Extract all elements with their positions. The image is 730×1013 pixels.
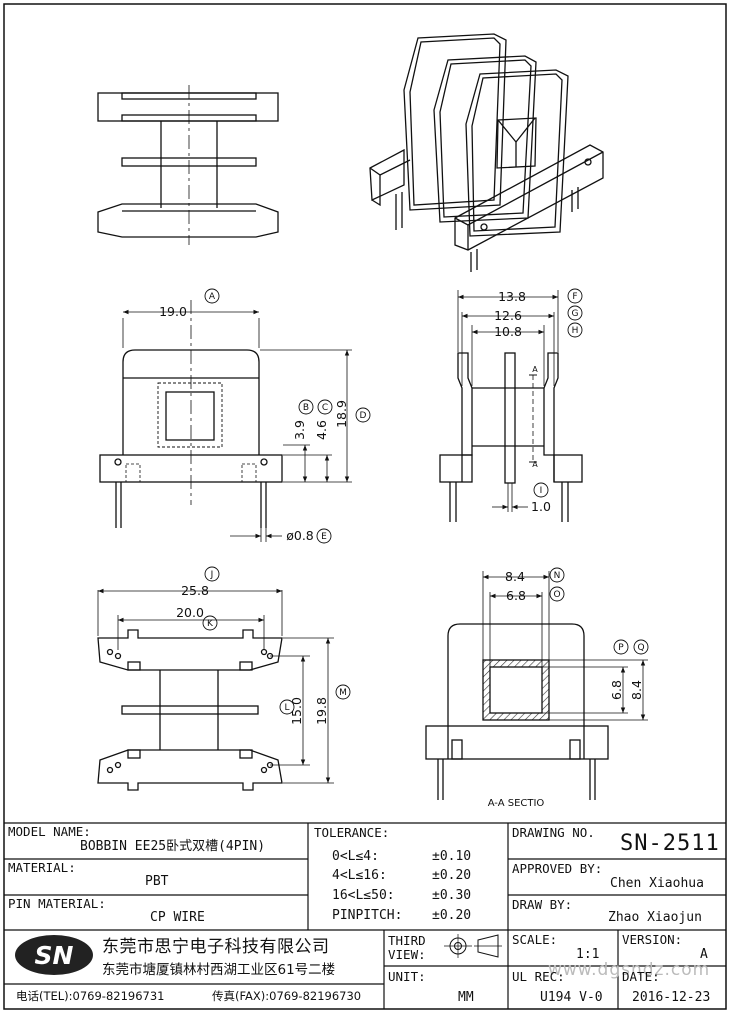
dim-n-value: 8.4 [505, 569, 525, 584]
dim-c-value: 4.6 [314, 420, 329, 440]
approved-by-value: Chen Xiaohua [610, 876, 704, 891]
company-address: 东莞市塘厦镇林村西湖工业区61号二楼 [102, 962, 336, 978]
dim-d-value: 18.9 [334, 400, 349, 428]
company-fax: 传真(FAX):0769-82196730 [212, 989, 362, 1003]
tolerance-range-2: 4<L≤16: [332, 868, 387, 883]
draw-by-value: Zhao Xiaojun [608, 910, 702, 925]
marker-a: A [209, 292, 216, 302]
marker-o: O [553, 590, 560, 600]
dim-f-value: 13.8 [498, 289, 526, 304]
draw-by-label: DRAW BY: [512, 897, 573, 912]
company-name: 东莞市思宁电子科技有限公司 [102, 937, 330, 957]
drawing-no-label: DRAWING NO. [512, 825, 595, 840]
dim-b-value: 3.9 [292, 420, 307, 440]
tolerance-range-3: 16<L≤50: [332, 888, 395, 903]
marker-q: Q [637, 643, 644, 653]
marker-h: H [572, 326, 579, 336]
dim-h-value: 10.8 [494, 324, 522, 339]
company-logo: SN [15, 935, 93, 975]
dim-i-value: 1.0 [531, 499, 551, 514]
pin-material-label: PIN MATERIAL: [8, 896, 106, 911]
dim-j-value: 25.8 [181, 583, 209, 598]
marker-e: E [321, 532, 327, 542]
third-view-label: THIRD [388, 933, 426, 948]
marker-k: K [207, 619, 214, 629]
marker-n: N [554, 571, 561, 581]
section-a-a [425, 623, 609, 800]
cut-label-bottom: A [532, 460, 538, 469]
tolerance-value-4: ±0.20 [432, 908, 472, 923]
dimension-markers [202, 288, 649, 715]
ul-rec-label: UL REC: [512, 969, 565, 984]
tolerance-value-1: ±0.10 [432, 849, 472, 864]
dim-q-value: 8.4 [629, 680, 644, 700]
tolerance-value-3: ±0.30 [432, 888, 472, 903]
dim-k-value: 20.0 [176, 605, 204, 620]
title-block-grid [4, 822, 726, 1009]
dim-o-value: 6.8 [506, 588, 526, 603]
logo-text: SN [35, 941, 74, 970]
material-value: PBT [145, 874, 169, 889]
isometric-view [369, 33, 604, 272]
marker-p: P [618, 643, 624, 653]
cut-label-top: A [532, 365, 538, 374]
sheet-border [3, 3, 727, 1010]
dim-e-value: ø0.8 [286, 528, 314, 543]
third-angle-projection-icon [444, 934, 502, 958]
marker-g: G [572, 309, 579, 319]
marker-l: L [284, 703, 289, 713]
ul-rec-value: U194 V-0 [540, 990, 603, 1005]
marker-i: I [540, 486, 543, 496]
pin-material-value: CP WIRE [150, 910, 205, 925]
version-label: VERSION: [622, 932, 683, 947]
marker-f: F [572, 292, 577, 302]
front-view [99, 300, 283, 528]
right-side-view [439, 352, 583, 522]
tolerance-value-2: ±0.20 [432, 868, 472, 883]
tolerance-label: TOLERANCE: [314, 825, 390, 840]
marker-c: C [322, 403, 328, 413]
drawing-no-value: SN-2511 [620, 831, 720, 856]
bottom-view [97, 629, 283, 791]
model-name-value: BOBBIN EE25卧式双槽(4PIN) [80, 839, 266, 854]
marker-d: D [360, 411, 367, 421]
unit-value: MM [458, 990, 474, 1005]
dim-l-value: 15.0 [289, 697, 304, 725]
marker-b: B [303, 403, 309, 413]
section-title: A-A SECTIO [488, 798, 545, 809]
dimension-texts: 19.0 3.9 4.6 18.9 ø0.8 13.8 12.6 10.8 1.… [159, 289, 644, 809]
dim-g-value: 12.6 [494, 308, 522, 323]
dimension-lines [97, 290, 648, 784]
approved-by-label: APPROVED BY: [512, 861, 603, 876]
dim-m-value: 19.8 [314, 697, 329, 725]
unit-label: UNIT: [388, 969, 426, 984]
model-name-label: MODEL NAME: [8, 824, 91, 839]
third-view-label-2: VIEW: [388, 947, 426, 962]
date-value: 2016-12-23 [632, 990, 711, 1005]
version-value: A [700, 947, 708, 962]
material-label: MATERIAL: [8, 860, 76, 875]
scale-value: 1:1 [576, 947, 600, 962]
date-label: DATE: [622, 969, 660, 984]
company-tel: 电话(TEL):0769-82196731 [16, 989, 165, 1003]
dim-p-value: 6.8 [609, 680, 624, 700]
dim-a-value: 19.0 [159, 304, 187, 319]
marker-m: M [339, 688, 347, 698]
tolerance-range-4: PINPITCH: [332, 908, 403, 923]
dimension-marker-letters: A B C D E F G H I J K L M N O P Q [207, 292, 645, 713]
tolerance-range-1: 0<L≤4: [332, 849, 379, 864]
top-side-view [97, 85, 279, 245]
marker-j: J [210, 570, 214, 580]
watermark-text: www.dgsndz.com [548, 960, 710, 980]
scale-label: SCALE: [512, 932, 558, 947]
